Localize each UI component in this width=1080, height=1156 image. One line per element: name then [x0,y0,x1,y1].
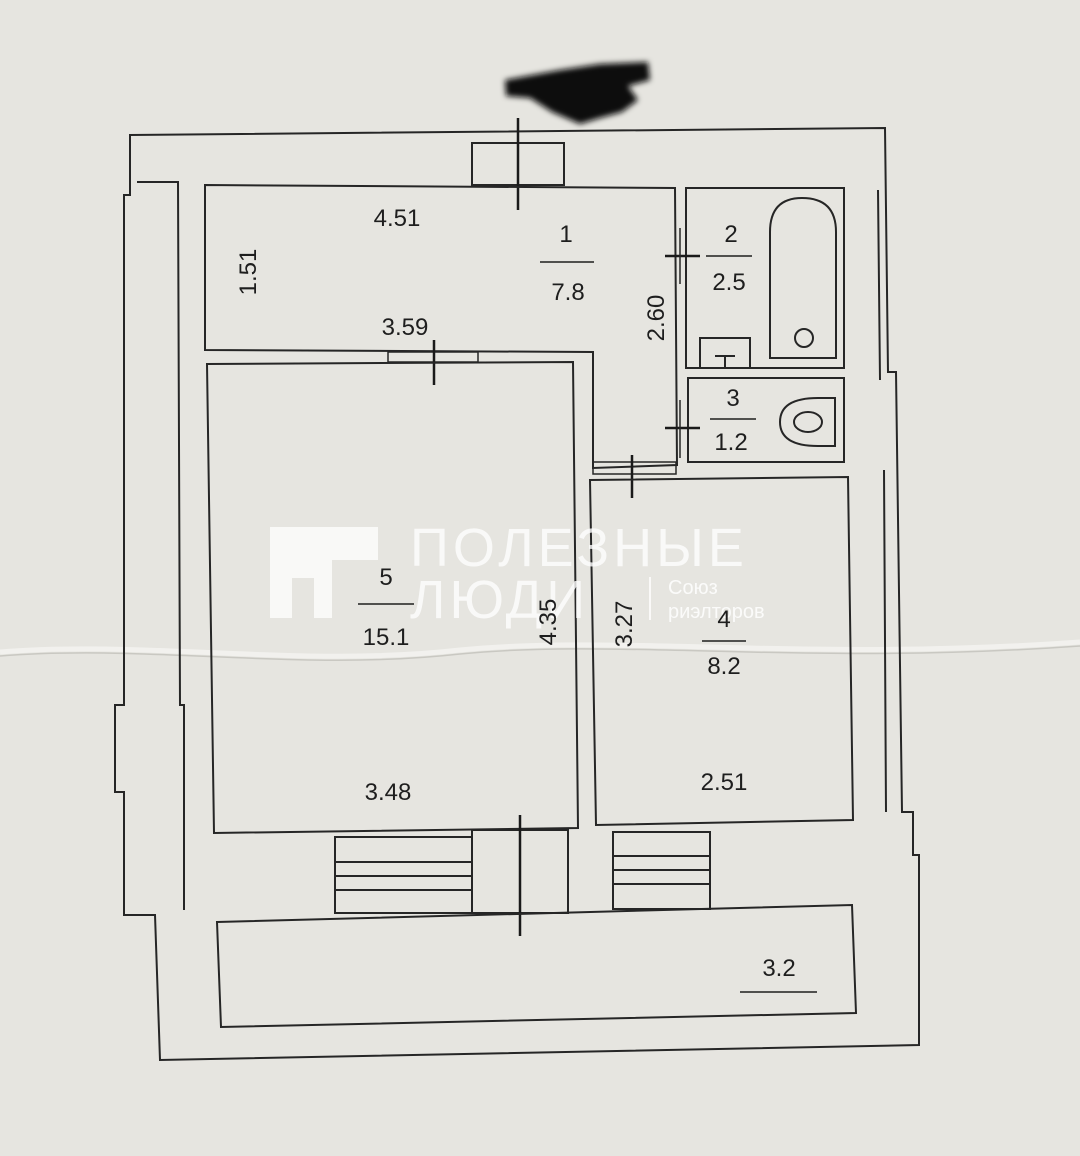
redaction-mark [505,62,650,124]
dim-kitchen-depth: 3.27 [611,601,638,648]
room-2-number: 2 [724,221,737,248]
watermark-line-2: ЛЮДИ [410,570,589,630]
dim-living-width: 3.48 [365,779,412,806]
balcony [215,903,858,1029]
dim-living-depth: 4.35 [535,599,562,646]
room-1-number: 1 [559,221,572,248]
toilet-icon [778,397,836,447]
room-3-area: 1.2 [714,429,747,456]
room-4-kitchen [588,475,855,827]
room-5-area: 15.1 [363,624,410,651]
room-4-area: 8.2 [707,653,740,680]
watermark: ПОЛЕЗНЫЕ ЛЮДИ Союз риэлторов [270,518,765,630]
room-3-number: 3 [726,385,739,412]
room-2-bathroom [685,187,845,369]
bathtub-icon [769,196,837,359]
room-4-number: 4 [717,606,730,633]
door-hall-kitchen [592,461,677,475]
dim-hall-inner: 3.59 [382,314,429,341]
bathtub-drain-icon [794,328,814,348]
paper-fold [0,639,1080,659]
dim-kitchen-width: 2.51 [701,769,748,796]
toilet-bowl-icon [793,411,823,433]
inner-wall-line-right [877,189,887,813]
room-1-area: 7.8 [551,279,584,306]
inner-wall-line [137,181,185,910]
dim-hall-width: 1.51 [235,249,262,296]
room-1-hallway [204,183,679,470]
faucet-icon [715,355,735,368]
outer-wall [114,126,920,1062]
watermark-line-1: ПОЛЕЗНЫЕ [410,518,748,578]
dim-corridor-length: 2.60 [643,295,670,342]
watermark-sub-1: Союз [668,577,718,599]
room-5-living [205,360,580,835]
watermark-sub-2: риэлторов [668,601,765,623]
watermark-logo-icon [270,527,378,618]
room-3-toilet [687,377,845,463]
balcony-area: 3.2 [762,955,795,982]
room-2-area: 2.5 [712,269,745,296]
dim-hall-length: 4.51 [374,205,421,232]
room-5-number: 5 [379,564,392,591]
paper-fold-shadow [0,645,1080,661]
